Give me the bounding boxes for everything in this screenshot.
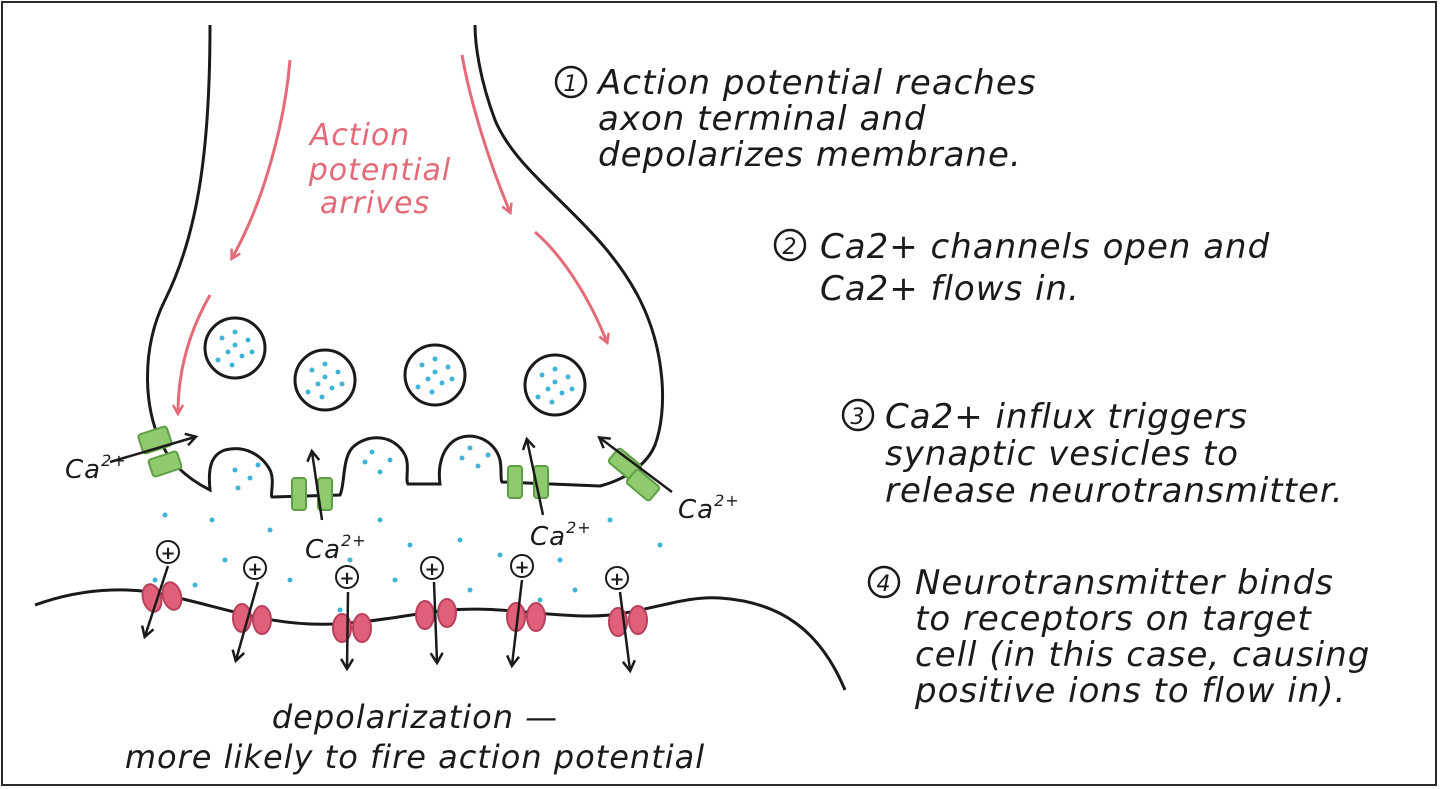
step-2: 2 Ca2+ channels open and Ca2+ flows in. [773, 227, 1270, 309]
step-text-line: cell (in this case, causing [915, 635, 1370, 675]
positive-ion: + [156, 540, 180, 564]
positive-ion: + [420, 556, 444, 580]
svg-text:+: + [514, 557, 529, 578]
synaptic-vesicle [293, 348, 357, 412]
action-potential-arrow-left-lower [178, 294, 212, 413]
step-text-line: Ca2+ influx triggers [885, 397, 1248, 437]
neurotransmitter-molecules [152, 445, 663, 613]
step-text-line: release neurotransmitter. [885, 471, 1344, 511]
step-text-line: depolarizes membrane. [598, 135, 1022, 175]
calcium-label: Ca2+ [678, 491, 740, 525]
step-text-line: synaptic vesicles to [885, 434, 1239, 474]
step-3: 3 Ca2+ influx triggers synaptic vesicles… [841, 397, 1344, 511]
svg-text:+: + [339, 568, 354, 589]
step-number-badge [773, 228, 807, 262]
step-number: 3 [851, 405, 866, 430]
svg-text:+: + [247, 559, 262, 580]
axon-terminal-membrane [146, 24, 665, 499]
calcium-channel [291, 477, 333, 511]
calcium-channel [607, 447, 661, 502]
ion-flow-arrow [618, 591, 630, 670]
synaptic-vesicle [403, 343, 467, 407]
receptor [608, 605, 648, 637]
positive-ion: + [243, 556, 267, 580]
action-potential-arrow-right-lower [534, 230, 607, 342]
receptor [332, 613, 372, 643]
action-potential-arrow-left-upper [232, 59, 292, 258]
svg-text:+: + [609, 569, 624, 590]
svg-text:+: + [160, 543, 175, 564]
positive-ion: + [510, 554, 534, 578]
synaptic-vesicle [203, 316, 267, 380]
svg-text:+: + [424, 559, 439, 580]
step-number-badge [841, 398, 875, 432]
calcium-label: Ca2+ [65, 451, 127, 485]
positive-ion: + [335, 565, 359, 589]
synaptic-vesicle [523, 353, 587, 417]
ion-flow-arrow [347, 591, 348, 668]
step-text-line: to receptors on target [915, 599, 1312, 639]
ion-flow-arrow [236, 581, 260, 660]
arrival-label-line-2: potential [308, 153, 451, 188]
depolarization-caption-line-1: depolarization — [272, 698, 558, 736]
calcium-influx-arrow [527, 440, 545, 516]
receptor [232, 603, 272, 635]
step-text-line: positive ions to flow in). [914, 671, 1346, 711]
step-number-badge [867, 565, 901, 599]
calcium-influx-arrow [312, 452, 324, 521]
arrival-label-line-3: arrives [320, 186, 430, 221]
positive-ion: + [605, 566, 629, 590]
step-text-line: Action potential reaches [596, 63, 1037, 103]
step-number: 4 [877, 572, 892, 597]
calcium-influx-arrow [109, 437, 195, 464]
step-4: 4 Neurotransmitter binds to receptors on… [867, 563, 1370, 711]
step-1: 1 Action potential reaches axon terminal… [554, 63, 1037, 175]
action-potential-arrow-right-upper [460, 54, 510, 212]
step-text-line: Neurotransmitter binds [915, 563, 1334, 603]
ion-flow-arrow [145, 565, 170, 636]
step-text-line: Ca2+ flows in. [820, 269, 1080, 309]
step-number: 1 [564, 72, 579, 97]
step-text-line: axon terminal and [598, 99, 927, 139]
depolarization-caption-line-2: more likely to fire action potential [125, 738, 705, 776]
receptor [141, 581, 183, 613]
calcium-label: Ca2+ [305, 531, 367, 565]
calcium-influx-arrow [600, 438, 673, 493]
step-text-line: Ca2+ channels open and [820, 227, 1270, 267]
receptor [506, 602, 546, 632]
ion-flow-arrow [512, 579, 524, 665]
step-number-badge [554, 65, 588, 99]
step-number: 2 [783, 235, 798, 260]
calcium-label: Ca2+ [530, 518, 592, 552]
ion-flow-arrow [434, 581, 437, 662]
arrival-label-line-1: Action [308, 118, 410, 153]
